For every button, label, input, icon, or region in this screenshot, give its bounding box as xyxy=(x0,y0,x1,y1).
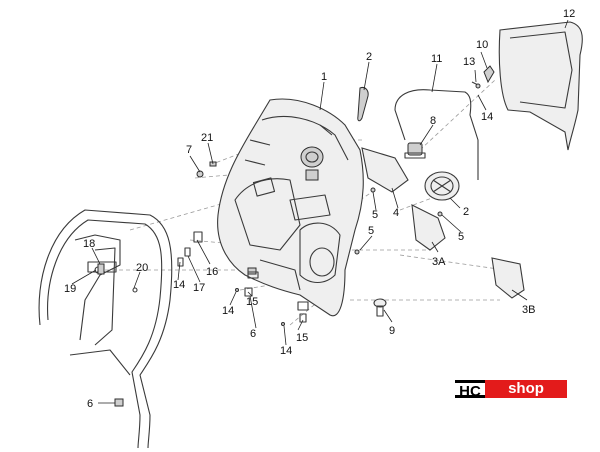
label-1: 1 xyxy=(321,71,327,83)
part-3b-bracket xyxy=(491,257,525,299)
label-21: 21 xyxy=(201,132,213,144)
hc-shop-logo: HC shop xyxy=(455,380,567,400)
part-8-latch xyxy=(404,142,426,159)
part-leg-shield xyxy=(217,98,364,317)
logo-shop-text: shop xyxy=(485,380,567,398)
part-front-frame xyxy=(38,209,173,449)
label-4: 4 xyxy=(393,207,399,219)
part-12-rear-panel xyxy=(498,21,583,151)
label-3b: 3B xyxy=(522,304,535,316)
label-14-right: 14 xyxy=(481,111,493,123)
logo-hc-text: HC xyxy=(455,380,485,400)
label-19: 19 xyxy=(64,283,76,295)
part-4-lid xyxy=(361,147,409,193)
part-2-cap xyxy=(424,171,460,201)
label-9: 9 xyxy=(389,325,395,337)
label-7: 7 xyxy=(186,144,192,156)
label-2-bottom: 2 xyxy=(463,206,469,218)
label-14-bottom: 14 xyxy=(280,345,292,357)
label-10: 10 xyxy=(476,39,488,51)
label-20: 20 xyxy=(136,262,148,274)
part-2-trim xyxy=(357,87,369,122)
fasteners xyxy=(97,161,443,407)
label-15-top: 15 xyxy=(246,296,258,308)
label-5-b: 5 xyxy=(458,231,464,243)
label-6-top: 6 xyxy=(250,328,256,340)
leader-lines xyxy=(71,19,569,404)
label-13: 13 xyxy=(463,56,475,68)
label-14-left: 14 xyxy=(173,279,185,291)
label-5-a: 5 xyxy=(372,209,378,221)
label-12: 12 xyxy=(563,8,575,20)
label-11: 11 xyxy=(431,53,442,65)
label-15-bottom: 15 xyxy=(296,332,308,344)
label-3a: 3A xyxy=(432,256,446,268)
label-2-top: 2 xyxy=(366,51,372,63)
part-10-13-hardware xyxy=(471,65,495,89)
label-14-mid: 14 xyxy=(222,305,234,317)
part-3a-bracket xyxy=(411,204,446,251)
label-18: 18 xyxy=(83,238,95,250)
label-17: 17 xyxy=(193,282,205,294)
part-12-inner xyxy=(509,31,573,109)
part-9-screw xyxy=(373,298,387,317)
label-5-c: 5 xyxy=(368,225,374,237)
part-11-seal xyxy=(394,89,479,180)
label-16: 16 xyxy=(206,266,218,278)
label-8: 8 xyxy=(430,115,436,127)
label-6-bottom: 6 xyxy=(87,398,93,410)
part-number-labels: 1 2 11 10 13 12 14 8 2 4 5 5 5 3A 3B 9 2… xyxy=(64,8,575,410)
